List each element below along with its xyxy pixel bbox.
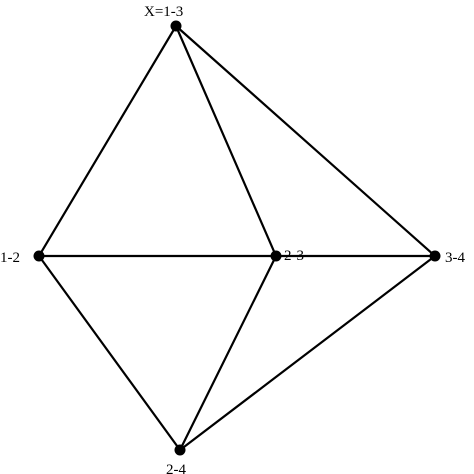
node-dot-x13 xyxy=(170,20,182,32)
edge-n12-n24 xyxy=(37,254,182,452)
edges-layer xyxy=(37,24,437,452)
node-n34: 3-4 xyxy=(429,250,465,266)
node-label-x13: X=1-3 xyxy=(144,4,183,20)
edge-n23-n24 xyxy=(178,254,278,452)
nodes-layer: X=1-3 1-2 2-3 3-4 2-4 xyxy=(0,4,465,474)
node-label-n12: 1-2 xyxy=(0,250,20,266)
node-x13: X=1-3 xyxy=(144,4,183,32)
node-dot-n12 xyxy=(33,250,45,262)
edge-n34-n24 xyxy=(178,254,437,452)
node-label-n34: 3-4 xyxy=(445,250,465,266)
node-dot-n24 xyxy=(174,444,186,456)
node-dot-n23 xyxy=(270,250,282,262)
node-n24: 2-4 xyxy=(166,444,186,474)
node-dot-n34 xyxy=(429,250,441,262)
edge-x13-n34 xyxy=(174,24,437,258)
node-label-n23: 2-3 xyxy=(284,248,304,264)
node-n23: 2-3 xyxy=(270,248,304,264)
edge-x13-n23 xyxy=(174,24,278,258)
edge-x13-n12 xyxy=(37,24,178,258)
node-n12: 1-2 xyxy=(0,250,45,266)
node-label-n24: 2-4 xyxy=(166,462,186,474)
